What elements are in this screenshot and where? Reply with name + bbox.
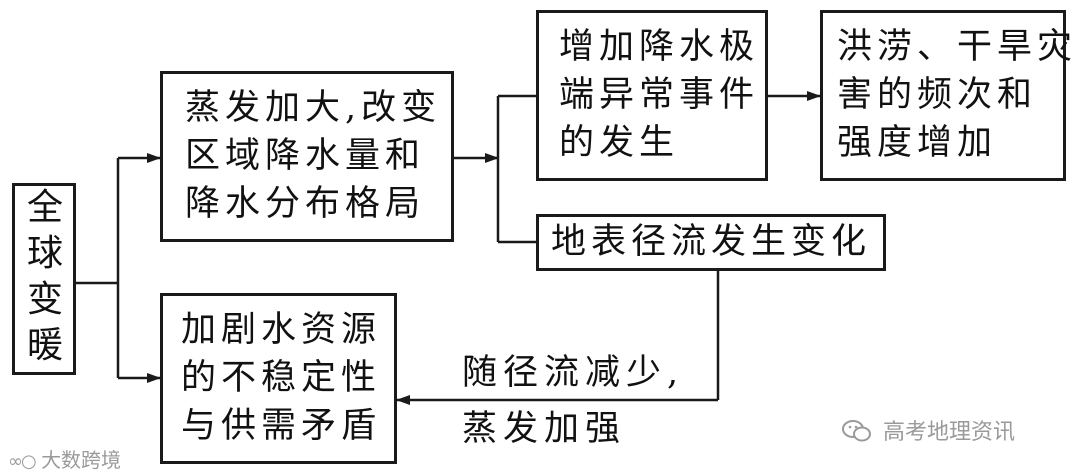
edge-label-evaporation-stronger: 蒸发加强 (462, 409, 627, 449)
evaporation-line: 蒸发加大,改变 (185, 88, 442, 128)
extreme-events-line: 端异常事件 (559, 75, 760, 115)
water-resources-line: 加剧水资源 (181, 310, 382, 350)
node-water-resources: 加剧水资源 的不稳定性 与供需矛盾 (160, 293, 397, 464)
node-surface-runoff: 地表径流发生变化 (536, 214, 886, 271)
global-warming-char: 变 (27, 279, 64, 320)
node-floods-droughts: 洪涝、干旱灾 害的频次和 强度增加 (820, 10, 1072, 181)
watermark-left-text: 大数跨境 (41, 448, 122, 472)
edge-label-runoff-decrease: 随径流减少, (462, 353, 685, 393)
watermark-right-text: 高考地理资讯 (883, 420, 1016, 445)
extreme-events-line: 的发生 (559, 123, 680, 163)
wechat-icon (842, 420, 871, 442)
evaporation-line: 区域降水量和 (185, 136, 426, 176)
global-warming-char: 暖 (27, 325, 64, 366)
global-warming-char: 球 (27, 233, 64, 274)
extreme-events-line: 增加降水极 (559, 27, 760, 67)
global-warming-char: 全 (27, 187, 64, 228)
floods-line: 害的频次和 (837, 75, 1038, 115)
node-global-warming: 全 球 变 暖 (12, 183, 76, 375)
node-extreme-events: 增加降水极 端异常事件 的发生 (536, 10, 768, 181)
water-resources-line: 的不稳定性 (181, 358, 382, 398)
floods-line: 洪涝、干旱灾 (837, 27, 1078, 67)
node-evaporation: 蒸发加大,改变 区域降水量和 降水分布格局 (160, 71, 454, 242)
watermark-right: 高考地理资讯 (842, 414, 1015, 446)
watermark-left-logo-icon: ∞○ (8, 451, 37, 472)
evaporation-line: 降水分布格局 (185, 184, 426, 224)
watermark-left: ∞○ 大数跨境 (8, 444, 121, 473)
water-resources-line: 与供需矛盾 (181, 406, 382, 446)
floods-line: 强度增加 (837, 123, 998, 163)
runoff-line: 地表径流发生变化 (551, 222, 872, 262)
